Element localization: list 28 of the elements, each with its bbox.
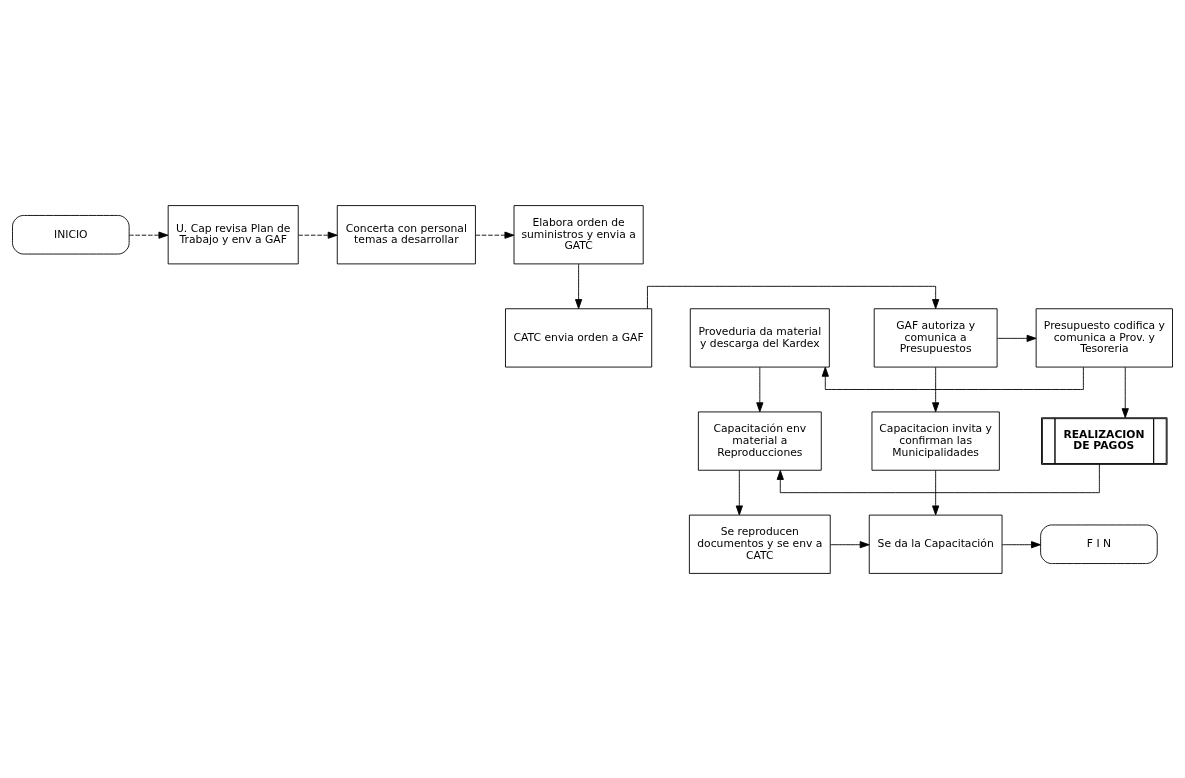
node-box: INICIO [12,214,130,254]
arrow [128,231,169,239]
arrow [1001,540,1041,548]
arrow [647,285,940,309]
arrow [932,469,940,515]
arrow [575,263,583,309]
arrow [297,231,338,239]
arrow [735,469,743,515]
node-box: Concerta con personal temas a desarrollar [336,204,476,264]
node-box: Elabora orden de suministros y envia a GATC [513,204,644,264]
arrow [756,366,764,412]
node-box: U. Cap revisa Plan de Trabajo y env a GAF [167,204,299,264]
node-box: Capacitación env material a Reproducciones [697,411,822,471]
node-box: Proveduria da material y descarga del Kardex [689,307,830,367]
node-box: GAF autoriza y comunica a Presupuestos [873,307,998,367]
node-box: Presupuesto codifica y comunica a Prov. y Tesoreria [1035,307,1173,367]
node-box: F I N [1040,524,1158,564]
arrow [1121,366,1129,418]
arrow [821,366,1084,390]
node-box: Se reproducen documentos y se env a CATC [688,514,831,574]
node-box: Capacitacion invita y confirman las Municipalidades [871,411,1000,471]
arrow [932,366,940,412]
arrow [776,463,1100,493]
node-box: Se da la Capacitación [868,514,1003,574]
arrow [829,540,870,548]
arrow [996,334,1037,342]
node-box: CATC envia orden a GAF [505,307,653,367]
arrow [475,231,515,239]
